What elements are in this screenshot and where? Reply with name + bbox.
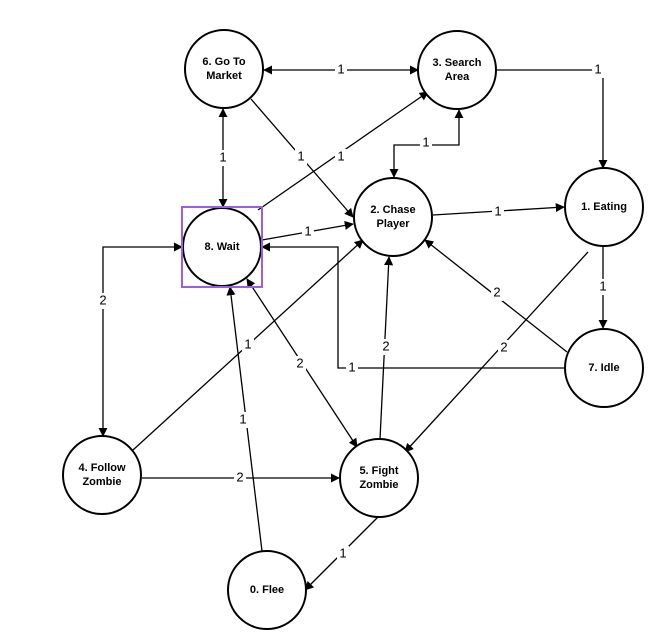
state-node-label: 0. Flee [250, 584, 284, 596]
edge-weight-background [97, 293, 109, 309]
edge-weight-label: 1 [237, 411, 249, 428]
edge-weight-text: 1 [422, 134, 429, 149]
edge-weight-label: 2 [234, 469, 246, 486]
state-node-n7[interactable]: 7. Idle [564, 328, 644, 408]
edge-weight-text: 1 [594, 61, 601, 76]
state-node-label: 5. Fight [359, 465, 398, 477]
state-node-circle[interactable] [227, 550, 307, 630]
edge-weight-label: 1 [335, 61, 347, 78]
state-node-label: 6. Go To [202, 56, 245, 68]
edge-weight-background [242, 337, 254, 353]
state-node-n1[interactable]: 1. Eating [564, 167, 644, 247]
edge-weight-text: 1 [494, 203, 501, 218]
edge-weight-background [335, 62, 347, 78]
edge-weight-background [302, 224, 314, 240]
state-node-label: 4. Follow [78, 462, 126, 474]
edge-n7-n8[interactable] [261, 242, 565, 369]
state-node-n0[interactable]: 0. Flee [227, 550, 307, 630]
edge-weight-label: 2 [294, 355, 306, 372]
edge-labels-layer: 1 1 1 1 1 1 1 1 1 2 2 1 2 1 2 2 2 1 1 [97, 61, 609, 562]
edge-weight-label: 1 [335, 148, 347, 165]
edge-n8-n4[interactable] [98, 242, 183, 437]
edge-weight-text: 2 [236, 469, 243, 484]
edge-n1-n5[interactable] [404, 251, 589, 453]
edge-weight-label: 2 [491, 284, 503, 301]
edge-weight-background [492, 204, 504, 220]
edge-weight-text: 2 [382, 338, 389, 353]
edge-weight-background [237, 412, 249, 428]
edge-weight-text: 1 [348, 359, 355, 374]
state-node-label: 1. Eating [581, 201, 627, 213]
edge-weight-label: 1 [592, 61, 604, 78]
state-node-label: Zombie [82, 476, 121, 488]
edge-weight-label: 1 [597, 278, 609, 295]
state-node-n8[interactable]: 8. Wait [181, 206, 263, 288]
edge-weight-background [491, 285, 503, 301]
edge-weight-text: 1 [244, 336, 251, 351]
edge-weight-background [335, 149, 347, 165]
edge-weight-background [597, 279, 609, 295]
edge-weight-text: 1 [219, 149, 226, 164]
edge-weight-text: 2 [296, 355, 303, 370]
edge-weight-label: 1 [302, 223, 314, 240]
edge-weight-background [346, 360, 358, 376]
edge-n3-n1[interactable] [497, 69, 608, 169]
state-node-label: 3. Search [433, 57, 482, 69]
edge-weight-label: 1 [242, 336, 254, 353]
edge-weight-background [420, 135, 432, 151]
edge-weight-text: 1 [337, 148, 344, 163]
edge-weight-label: 1 [295, 148, 307, 165]
state-node-label: 8. Wait [204, 241, 239, 253]
edge-weight-label: 2 [97, 292, 109, 309]
edge-weight-background [337, 546, 349, 562]
edge-weight-text: 2 [493, 284, 500, 299]
state-node-circle[interactable] [417, 30, 497, 110]
state-node-circle[interactable] [339, 438, 419, 518]
edge-weight-background [294, 356, 306, 372]
selection-box[interactable] [181, 206, 263, 288]
edge-weight-background [498, 340, 510, 356]
state-node-n6[interactable]: 6. Go To Market [184, 29, 264, 109]
edge-weight-label: 1 [492, 203, 504, 220]
edge-weight-text: 1 [339, 545, 346, 560]
edges-layer [98, 65, 608, 591]
edge-weight-text: 1 [297, 148, 304, 163]
edge-weight-label: 1 [346, 359, 358, 376]
state-node-label: Zombie [359, 479, 398, 491]
edge-weight-label: 2 [380, 338, 392, 355]
edge-weight-label: 1 [217, 149, 229, 166]
edge-weight-text: 1 [337, 61, 344, 76]
edge-weight-background [217, 150, 229, 166]
state-node-label: Player [376, 218, 410, 230]
edge-weight-text: 1 [599, 278, 606, 293]
state-node-circle[interactable] [564, 328, 644, 408]
state-node-circle[interactable] [62, 435, 142, 515]
state-node-label: 2. Chase [370, 204, 415, 216]
edge-weight-text: 1 [304, 223, 311, 238]
state-node-label: Market [206, 70, 242, 82]
edge-weight-label: 2 [498, 339, 510, 356]
edge-weight-label: 1 [337, 545, 349, 562]
edge-weight-background [295, 149, 307, 165]
state-node-circle[interactable] [184, 29, 264, 109]
edge-weight-background [380, 339, 392, 355]
state-node-label: 7. Idle [588, 362, 619, 374]
state-node-circle[interactable] [353, 177, 433, 257]
edge-weight-text: 2 [99, 292, 106, 307]
edge-weight-text: 1 [239, 411, 246, 426]
edge-weight-background [234, 470, 246, 486]
edge-weight-background [592, 62, 604, 78]
edge-weight-text: 2 [500, 339, 507, 354]
state-node-label: Area [445, 71, 470, 83]
edge-weight-label: 1 [420, 134, 432, 151]
state-node-circle[interactable] [564, 167, 644, 247]
